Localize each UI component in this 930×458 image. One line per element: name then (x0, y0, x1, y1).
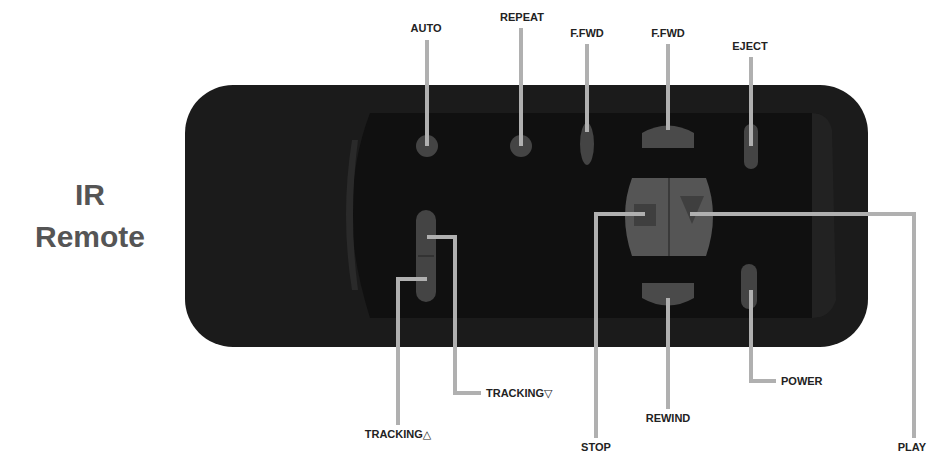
diagram-title: IR Remote (25, 174, 155, 258)
button-label: F.FWD (570, 27, 604, 39)
tracking-rocker (416, 210, 436, 302)
button-label: EJECT (732, 40, 767, 52)
button-label: PLAY (898, 441, 926, 453)
play-symbol (680, 196, 704, 224)
play-stop-button (625, 178, 713, 256)
button-label: REWIND (646, 412, 691, 424)
button-label: REPEAT (500, 11, 544, 23)
button-label: TRACKING△ (365, 428, 432, 440)
rocker-divider (418, 255, 434, 257)
button-label: POWER (781, 375, 823, 387)
button-label: TRACKING▽ (486, 387, 553, 399)
button-label: STOP (581, 441, 611, 453)
button-label: AUTO (411, 22, 442, 34)
button-label: F.FWD (651, 27, 685, 39)
remote-nose (346, 140, 358, 290)
leader-lines (398, 28, 914, 438)
button-divider (668, 178, 670, 256)
